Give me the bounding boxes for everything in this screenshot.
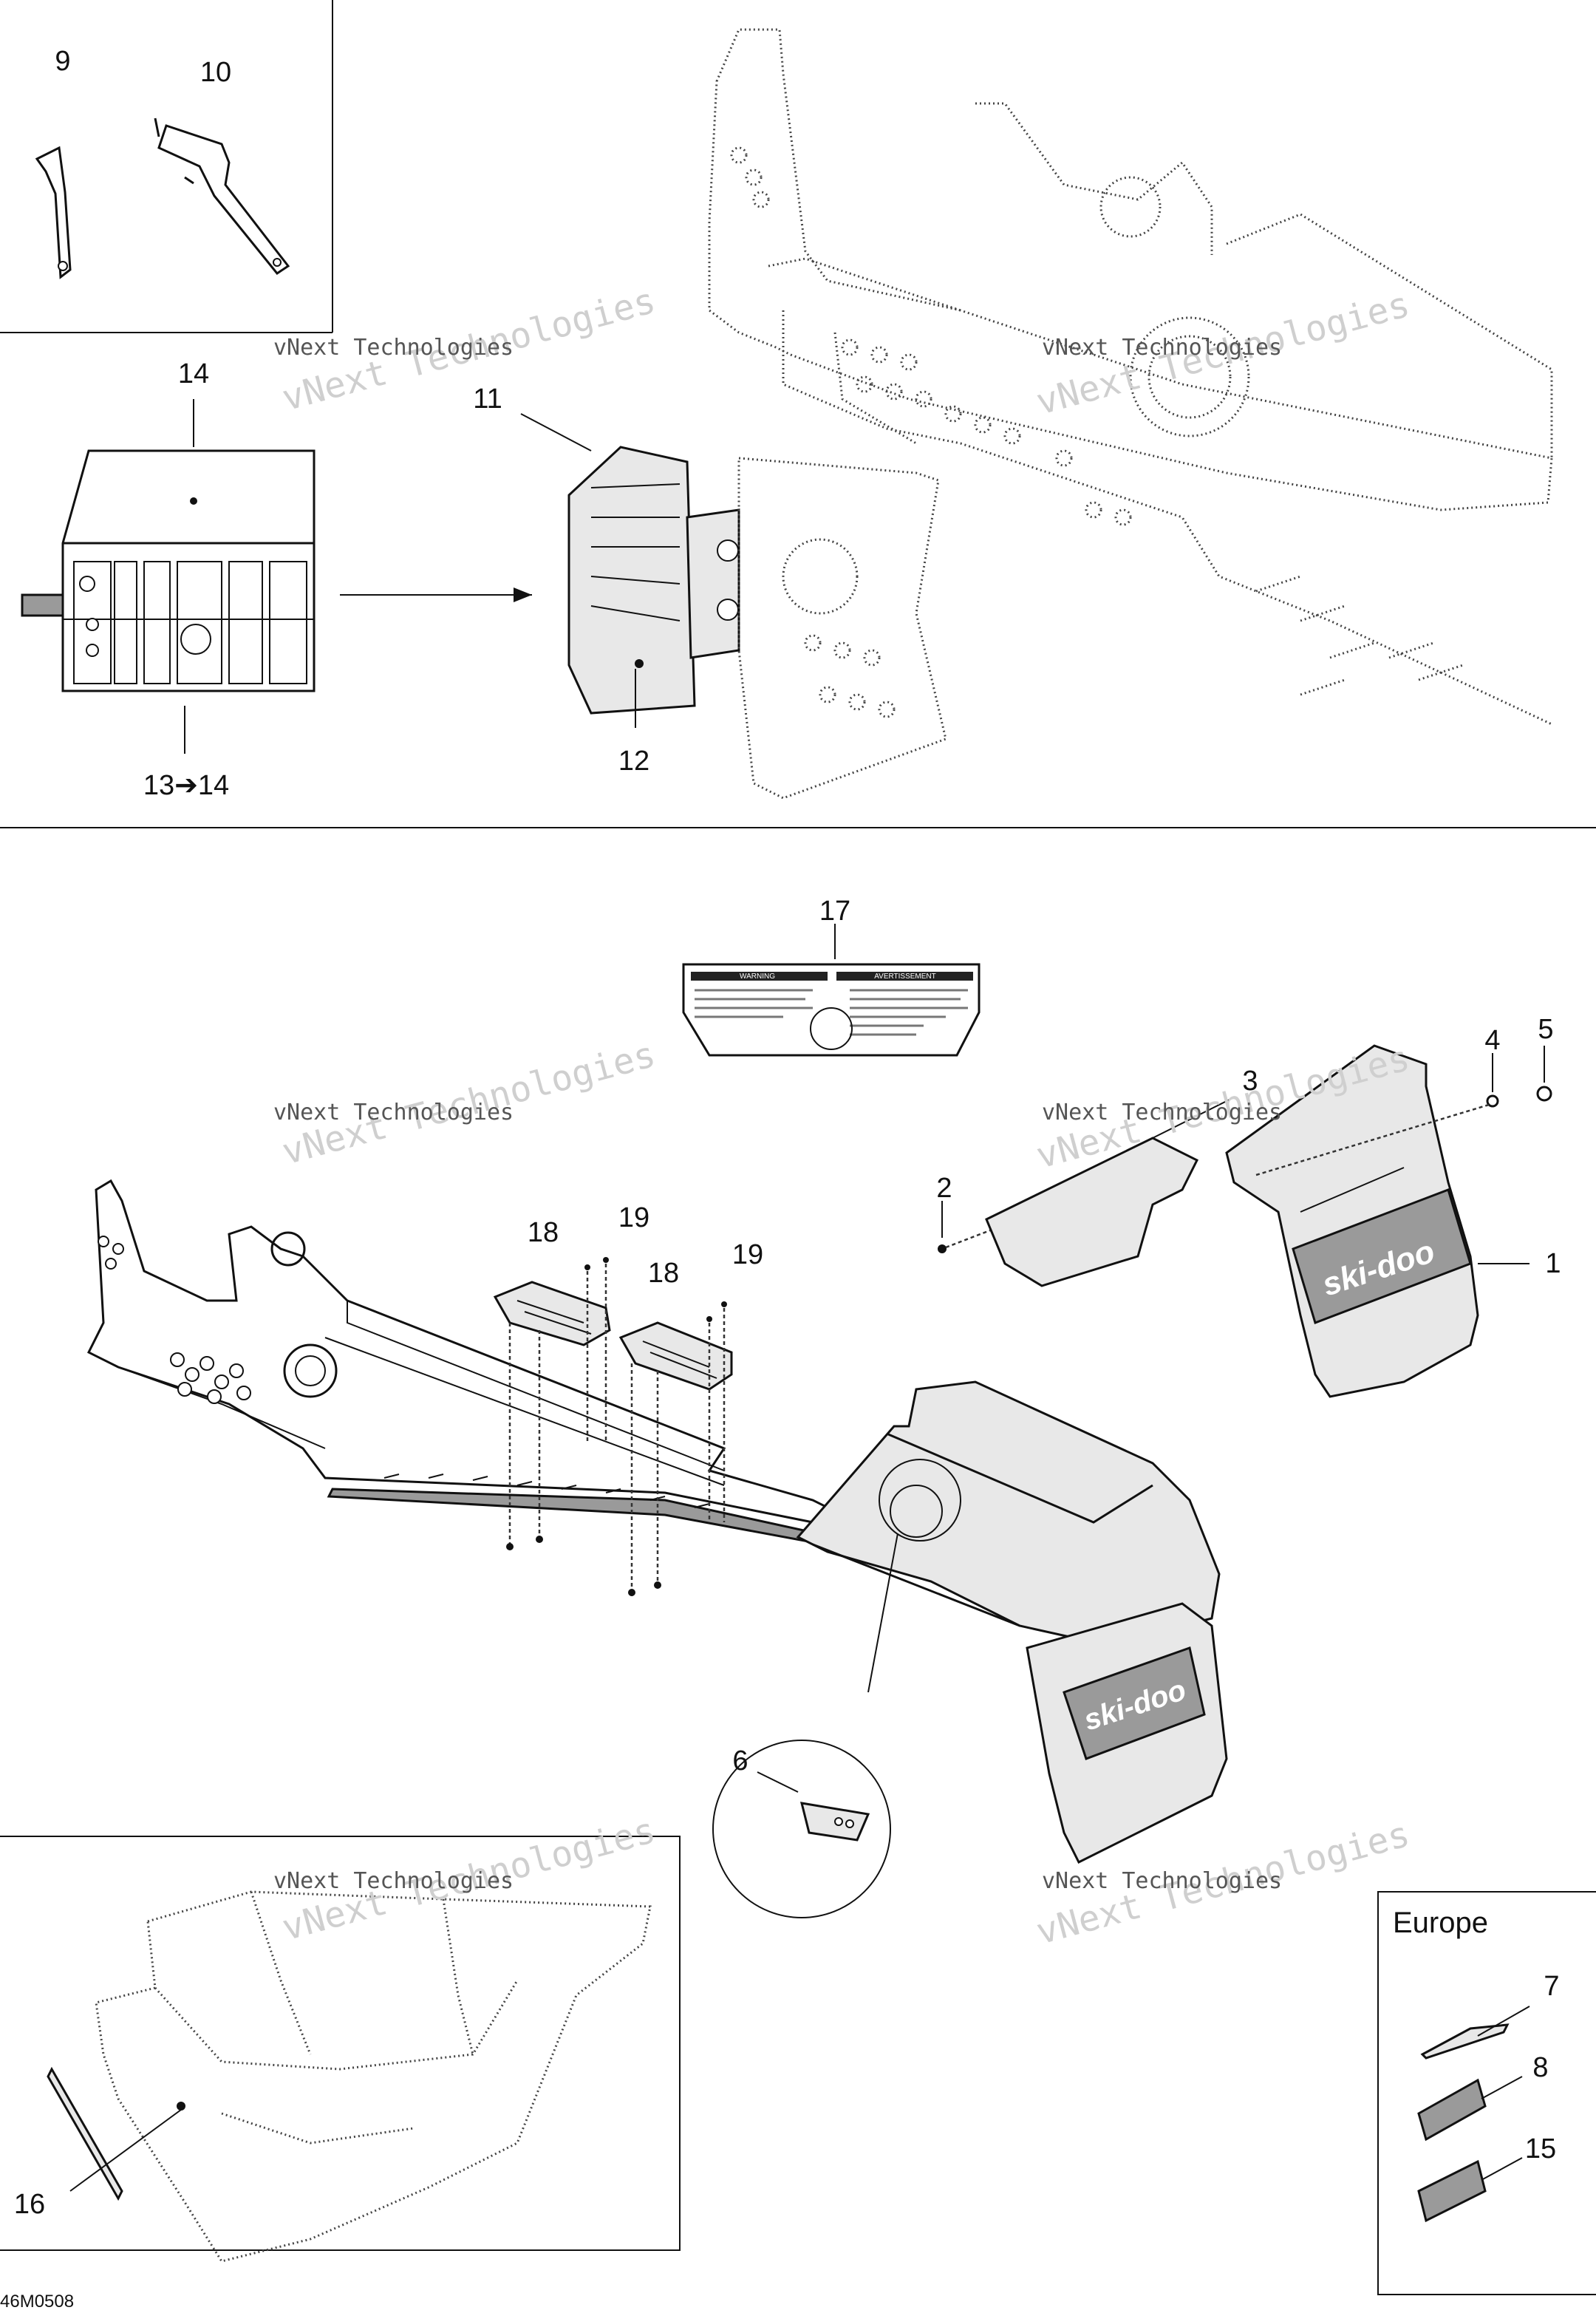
- toolbox-holder-11: [520, 413, 740, 728]
- region-label-europe: Europe: [1393, 1907, 1488, 1939]
- fastener-4: [1255, 1053, 1499, 1176]
- footrest-bracket-18a: [493, 1281, 611, 1346]
- callout-18b: 18: [648, 1258, 679, 1289]
- callout-5: 5: [1538, 1014, 1553, 1045]
- callout-1: 1: [1545, 1248, 1561, 1279]
- fastener-leaders: [506, 1257, 727, 1596]
- mudflap-1: ski-doo: [1225, 1044, 1530, 1398]
- wrench-9: [35, 146, 72, 279]
- watermarks: vNext Technologies vNext Technologies vN…: [273, 280, 1414, 1953]
- callout-11: 11: [473, 384, 502, 415]
- chassis-top: [708, 28, 1553, 800]
- tunnel-chassis: [86, 1179, 870, 1553]
- callout-6: 6: [732, 1745, 748, 1777]
- fastener-2: [938, 1201, 991, 1253]
- callout-8: 8: [1532, 2052, 1548, 2083]
- watermark-4: vNext Technologies: [1042, 1100, 1282, 1125]
- watermark-6: vNext Technologies: [1042, 1868, 1282, 1894]
- rear-bumper: [796, 1380, 1221, 1642]
- tool-kit-14: [21, 399, 532, 754]
- callout-2: 2: [936, 1173, 952, 1204]
- callout-16: 16: [14, 2189, 45, 2220]
- callout-9: 9: [55, 46, 70, 77]
- callouts: 9 10 14 11 12 13➔14 17 3 4 5 2 1 18 19 1…: [14, 46, 1561, 2220]
- callout-17: 17: [819, 896, 850, 927]
- watermark-3: vNext Technologies: [273, 1100, 514, 1125]
- watermark-1: vNext Technologies: [273, 335, 514, 361]
- tool-10: [154, 117, 290, 276]
- drawing-code: 46M0508: [0, 2292, 74, 2312]
- callout-19a: 19: [618, 1202, 649, 1233]
- callout-12: 12: [618, 746, 649, 777]
- callout-15: 15: [1525, 2133, 1556, 2164]
- hood-16: [47, 1890, 652, 2263]
- callout-14: 14: [178, 358, 209, 389]
- callout-13-14: 13➔14: [143, 770, 229, 801]
- warning-label-17: WARNING AVERTISSEMENT: [682, 924, 981, 1057]
- detail-circle-6: [712, 1485, 943, 1918]
- callout-10: 10: [200, 57, 231, 88]
- watermark-5: vNext Technologies: [273, 1868, 514, 1894]
- callout-7: 7: [1544, 1971, 1559, 2002]
- callout-4: 4: [1484, 1025, 1500, 1056]
- callout-19b: 19: [732, 1239, 763, 1270]
- footrest-bracket-18b: [618, 1321, 733, 1391]
- callout-18a: 18: [528, 1217, 559, 1248]
- callout-3: 3: [1242, 1066, 1258, 1097]
- watermark-2: vNext Technologies: [1042, 335, 1282, 361]
- fastener-5: [1536, 1046, 1552, 1102]
- warning-title-en: WARNING: [740, 972, 775, 981]
- plate-3: [985, 1097, 1235, 1287]
- europe-decals: [1417, 2006, 1530, 2223]
- warning-title-fr: AVERTISSEMENT: [874, 972, 936, 981]
- mudflap-lower: ski-doo: [1026, 1602, 1228, 1864]
